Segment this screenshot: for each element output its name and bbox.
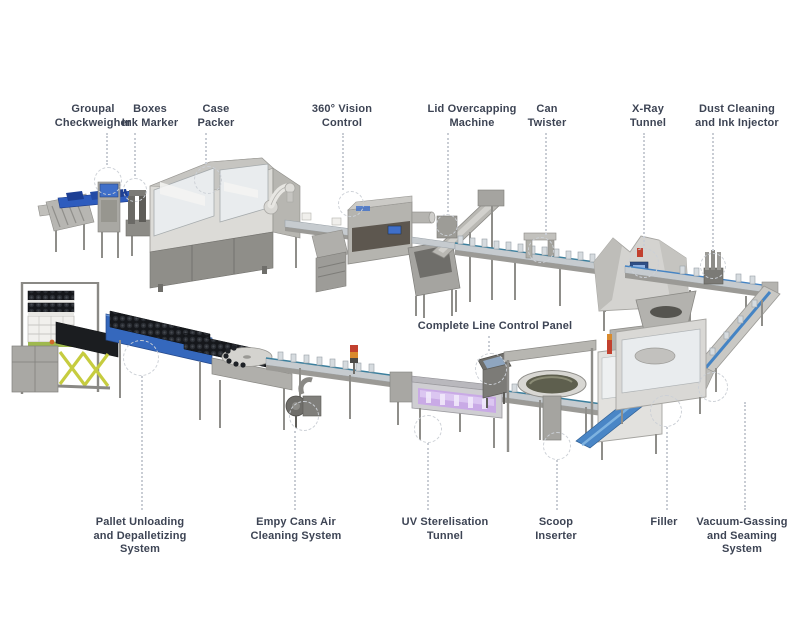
callout-circle-vacuum-gassing bbox=[698, 372, 728, 402]
pallet-stack bbox=[20, 282, 100, 394]
uv-tunnel-machine bbox=[411, 375, 503, 448]
label-lid-overcapping: Lid Overcapping Machine bbox=[427, 103, 517, 129]
leader-empy-cans-air bbox=[294, 431, 296, 510]
label-empy-cans-air: Empy Cans Air Cleaning System bbox=[250, 516, 342, 542]
leader-groupal-checkweigher bbox=[106, 133, 108, 165]
leader-xray-tunnel bbox=[643, 133, 645, 246]
label-xray-tunnel: X-Ray Tunnel bbox=[629, 103, 667, 129]
exit-conveyor bbox=[37, 193, 95, 232]
callout-circle-uv-sterelisation bbox=[414, 415, 442, 443]
label-can-twister: Can Twister bbox=[527, 103, 567, 129]
callout-circle-pallet-unloading bbox=[123, 340, 159, 376]
label-pallet-unloading: Pallet Unloading and Depalletizing Syste… bbox=[93, 516, 187, 555]
scoop-inserter-machine bbox=[503, 339, 597, 452]
leader-boxes-ink-marker bbox=[134, 133, 136, 176]
robot-arm bbox=[263, 182, 296, 215]
leader-lid-overcapping bbox=[447, 133, 449, 212]
label-uv-sterelisation: UV Sterelisation Tunnel bbox=[401, 516, 489, 542]
callout-circle-dust-cleaning bbox=[700, 253, 726, 279]
callout-circle-boxes-ink-marker bbox=[123, 178, 147, 202]
callout-circle-can-twister bbox=[528, 237, 554, 263]
leader-vacuum-gassing bbox=[744, 402, 746, 510]
scissor-lift bbox=[55, 321, 119, 390]
label-case-packer: Case Packer bbox=[197, 103, 235, 129]
label-vacuum-gassing: Vacuum-Gassing and Seaming System bbox=[696, 516, 788, 555]
leader-dust-cleaning bbox=[712, 133, 714, 251]
rotary-table bbox=[211, 345, 293, 430]
label-filler: Filler bbox=[650, 516, 678, 528]
leader-filler bbox=[666, 427, 668, 510]
leader-scoop-inserter bbox=[556, 460, 558, 510]
callout-circle-vision-control bbox=[338, 191, 364, 217]
label-scoop-inserter: Scoop Inserter bbox=[535, 516, 577, 542]
callout-circle-case-packer bbox=[194, 166, 222, 194]
callout-circle-scoop-inserter bbox=[543, 432, 571, 460]
leader-can-twister bbox=[545, 133, 547, 235]
vision-control-machine bbox=[347, 195, 436, 265]
callout-circle-groupal-checkweigher bbox=[94, 167, 122, 195]
leader-case-packer bbox=[205, 133, 207, 164]
depal-cabinet bbox=[11, 339, 59, 393]
callout-circle-xray-tunnel bbox=[629, 248, 659, 278]
label-dust-cleaning: Dust Cleaning and Ink Injector bbox=[695, 103, 779, 129]
case-packer-machine bbox=[149, 157, 301, 292]
leader-uv-sterelisation bbox=[427, 443, 429, 510]
callout-circle-lid-overcapping bbox=[436, 214, 458, 236]
leader-control-panel bbox=[488, 336, 490, 351]
leader-vision-control bbox=[342, 133, 344, 190]
seaming-machine bbox=[615, 290, 707, 424]
transfer-platform bbox=[284, 212, 353, 293]
signal-tower bbox=[350, 345, 358, 374]
label-boxes-ink-marker: Boxes Ink Marker bbox=[121, 103, 179, 129]
callout-circle-filler bbox=[650, 395, 682, 427]
label-groupal-checkweigher: Groupal Checkweigher bbox=[54, 103, 132, 129]
callout-circle-empy-cans-air bbox=[289, 401, 319, 431]
callout-circle-control-panel bbox=[475, 353, 507, 385]
label-vision-control: 360° Vision Control bbox=[311, 103, 373, 129]
leader-pallet-unloading bbox=[141, 376, 143, 510]
label-complete-line-control-panel: Complete Line Control Panel bbox=[417, 320, 573, 332]
